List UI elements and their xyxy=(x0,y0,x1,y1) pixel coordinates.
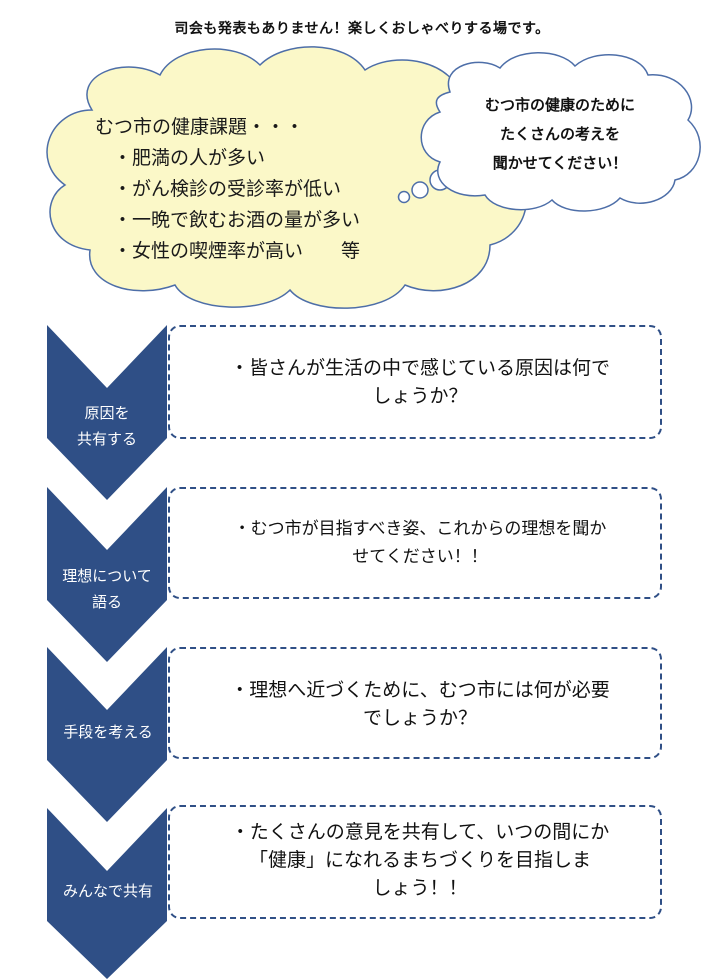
request-line: 聞かせてください！ xyxy=(492,154,628,172)
step-label-line: 手段を考える xyxy=(63,723,153,741)
issues-cloud xyxy=(46,46,528,309)
step-text-2: ・むつ市が目指すべき姿、これからの理想を聞か せてください！！ xyxy=(185,515,655,571)
step-label-line: 語る xyxy=(91,593,122,611)
step-chevron-2 xyxy=(47,487,167,662)
clouds-graphic xyxy=(46,46,701,309)
step-chevron-3 xyxy=(47,647,167,822)
step-text-line: 「健康」になれるまちづくりを目指しま xyxy=(248,849,591,871)
step-label-2: 理想について 語る xyxy=(48,563,166,615)
step-label-line: みんなで共有 xyxy=(62,882,153,900)
step-label-line: 共有する xyxy=(76,430,137,448)
step-text-3: ・理想へ近づくために、むつ市には何が必要 でしょうか？ xyxy=(185,676,655,732)
issues-title: むつ市の健康課題・・・ xyxy=(95,116,305,138)
request-line: むつ市の健康のために xyxy=(484,96,635,114)
header-text: 司会も発表もありません！楽しくおしゃべりする場です。 xyxy=(174,21,550,37)
step-box-3 xyxy=(168,647,662,759)
request-line: たくさんの考えを xyxy=(499,125,620,143)
step-label-3: 手段を考える xyxy=(48,719,168,745)
step-text-line: ・皆さんが生活の中で感じている原因は何で xyxy=(229,357,610,379)
step-label-line: 原因を xyxy=(84,404,130,422)
step-text-line: しょうか？ xyxy=(372,385,468,407)
step-text-line: ・たくさんの意見を共有して、いつの間にか xyxy=(230,821,610,843)
step-text-line: でしょうか？ xyxy=(362,707,477,729)
step-text-line: しょう！！ xyxy=(372,877,468,899)
step-chevron-4 xyxy=(47,808,167,979)
step-text-line: せてください！！ xyxy=(352,547,488,567)
request-bubble-text: むつ市の健康のために たくさんの考えを 聞かせてください！ xyxy=(448,91,672,178)
issue-item: ・一晩で飲むお酒の量が多い xyxy=(113,209,361,231)
step-label-4: みんなで共有 xyxy=(48,878,168,904)
step-label-1: 原因を 共有する xyxy=(52,400,162,452)
step-text-4: ・たくさんの意見を共有して、いつの間にか 「健康」になれるまちづくりを目指しま … xyxy=(185,818,655,902)
step-label-line: 理想について xyxy=(62,567,152,585)
step-text-1: ・皆さんが生活の中で感じている原因は何で しょうか？ xyxy=(185,354,655,410)
issues-cloud-text: むつ市の健康課題・・・ ・肥満の人が多い ・がん検診の受診率が低い ・一晩で飲む… xyxy=(95,112,455,267)
request-bubble xyxy=(397,52,701,212)
step-text-line: ・むつ市が目指すべき姿、これからの理想を聞か xyxy=(233,519,607,539)
step-box-2 xyxy=(168,487,662,599)
step-chevron-1 xyxy=(47,325,167,500)
issue-item: ・がん検診の受診率が低い xyxy=(113,178,342,200)
issue-item: ・女性の喫煙率が高い 等 xyxy=(113,240,361,262)
step-box-4 xyxy=(168,805,662,919)
step-box-1 xyxy=(168,325,662,439)
step-text-line: ・理想へ近づくために、むつ市には何が必要 xyxy=(230,679,610,701)
issue-item: ・肥満の人が多い xyxy=(113,147,266,169)
